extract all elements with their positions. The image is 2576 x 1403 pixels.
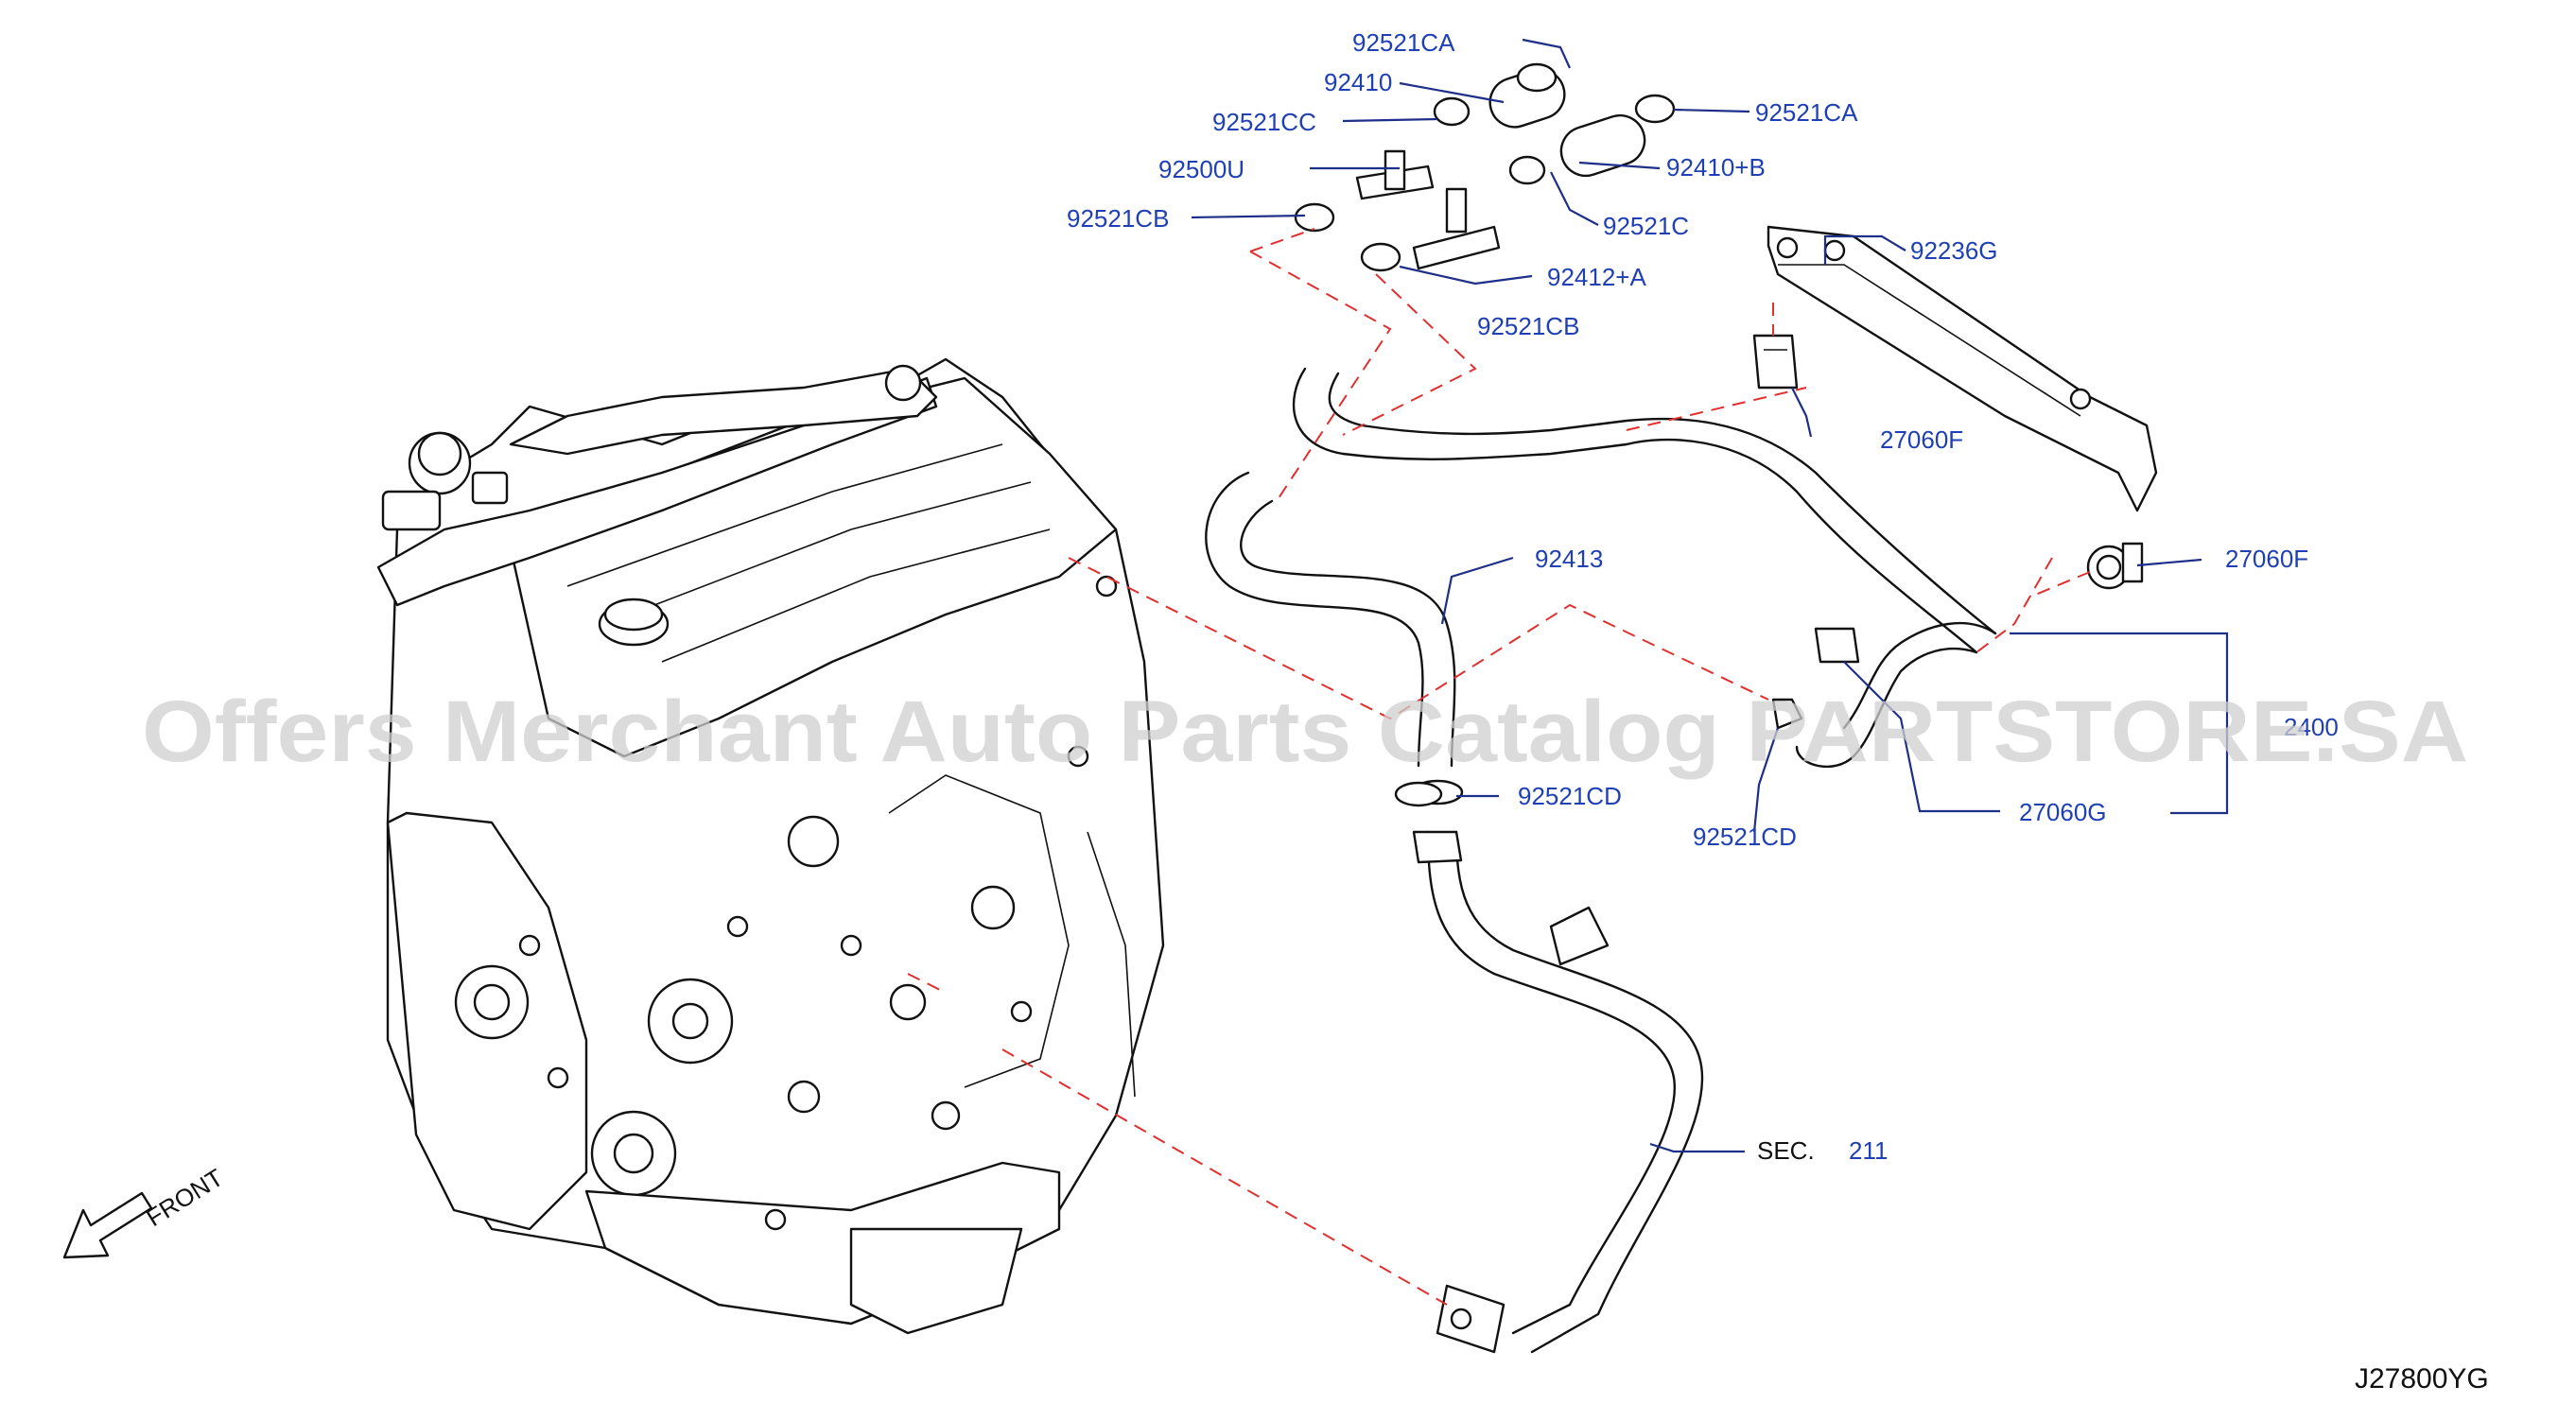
part-label-92521cb-left[interactable]: 92521CB: [1067, 204, 1169, 233]
part-label-92410[interactable]: 92410: [1324, 68, 1392, 96]
phantom-lines: [907, 228, 2091, 1306]
front-label: FRONT: [141, 1163, 228, 1232]
part-label-92410b[interactable]: 92410+B: [1666, 153, 1766, 182]
partial-label-2400[interactable]: 2400: [2284, 713, 2339, 741]
section-link-211[interactable]: 211: [1849, 1136, 1888, 1165]
front-direction-indicator: FRONT: [62, 1163, 228, 1259]
part-label-92521cd-right[interactable]: 92521CD: [1693, 823, 1797, 851]
front-arrow-icon: [62, 1191, 153, 1259]
part-label-27060f-upper[interactable]: 27060F: [1880, 425, 1963, 454]
part-label-92521cb-lower[interactable]: 92521CB: [1477, 312, 1579, 340]
part-labels[interactable]: 92521CA 92410 92521CC 92521CA 92500U 924…: [1067, 28, 2339, 1165]
part-label-27060f-right[interactable]: 27060F: [2225, 545, 2308, 573]
leader-lines: [1191, 38, 2229, 1153]
coolant-hoses-drawing: [1205, 62, 2158, 1354]
part-label-92521cd-left[interactable]: 92521CD: [1518, 782, 1622, 810]
part-label-92413[interactable]: 92413: [1535, 545, 1603, 573]
small-hose-kit: [1294, 62, 1676, 807]
part-label-92521cc[interactable]: 92521CC: [1212, 108, 1316, 136]
watermark-text: Offers Merchant Auto Parts Catalog PARTS…: [142, 684, 2468, 780]
engine-assembly-drawing: [376, 357, 1165, 1335]
part-label-92521ca-right[interactable]: 92521CA: [1755, 98, 1858, 127]
part-label-92236g[interactable]: 92236G: [1910, 236, 1998, 265]
part-label-92521c[interactable]: 92521C: [1603, 212, 1689, 240]
part-label-27060g[interactable]: 27060G: [2019, 798, 2107, 826]
part-label-92412a[interactable]: 92412+A: [1547, 263, 1646, 291]
part-label-92500u[interactable]: 92500U: [1158, 155, 1244, 183]
diagram-code: J27800YG: [2355, 1363, 2489, 1394]
section-prefix: SEC.: [1757, 1136, 1815, 1165]
part-label-92521ca-top[interactable]: 92521CA: [1352, 28, 1455, 57]
